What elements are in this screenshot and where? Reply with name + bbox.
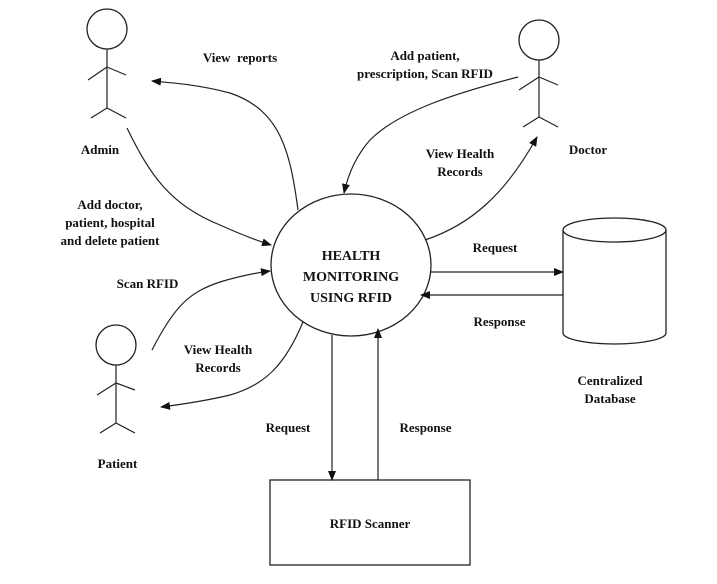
flow-label-doctor-view-line-2: Records — [437, 164, 483, 179]
flow-label-doctor-view: View Health Records — [410, 145, 510, 181]
central-process-line-3: USING RFID — [309, 291, 393, 306]
patient-label: Patient — [97, 456, 138, 471]
database-label-line-1: Centralized — [577, 373, 643, 388]
flow-label-doctor-add: Add patient, prescription, Scan RFID — [340, 47, 510, 83]
admin-label: Admin — [80, 142, 120, 157]
flow-label-patient-view-line-2: Records — [195, 360, 241, 375]
flow-arrow-doctor-add — [342, 76, 519, 194]
doctor-actor-icon — [518, 19, 560, 128]
database-label: Centralized Database — [565, 372, 655, 408]
central-process-label: HEALTH MONITORING USING RFID — [281, 246, 421, 309]
flow-label-doctor-view-line-1: View Health — [425, 146, 495, 161]
patient-actor-icon — [95, 324, 137, 434]
flow-arrow-view-reports — [151, 77, 299, 211]
database-label-line-2: Database — [584, 391, 636, 406]
rfid-scanner-box — [269, 479, 471, 566]
flow-label-doctor-add-line-1: Add patient, — [390, 48, 460, 63]
admin-actor-icon — [86, 8, 128, 119]
database-cylinder-icon — [562, 217, 667, 345]
flow-label-admin-add: Add doctor, patient, hospital and delete… — [35, 196, 185, 250]
central-process-line-1: HEALTH — [321, 249, 381, 264]
flow-label-doctor-add-line-2: prescription, Scan RFID — [357, 66, 493, 81]
doctor-label: Doctor — [568, 142, 608, 157]
flow-arrow-patient-view — [160, 321, 304, 410]
flow-label-db-response: Response — [473, 314, 526, 329]
flow-label-admin-add-line-3: and delete patient — [60, 233, 160, 248]
flow-label-patient-view-line-1: View Health — [183, 342, 253, 357]
flow-arrow-doctor-view — [424, 136, 538, 241]
flow-label-db-request: Request — [472, 240, 518, 255]
flow-label-admin-add-line-1: Add doctor, — [77, 197, 143, 212]
flow-label-scanner-request: Request — [265, 420, 311, 435]
flow-arrow-patient-scan — [151, 268, 271, 351]
flow-label-patient-view: View Health Records — [168, 341, 268, 377]
central-process-line-2: MONITORING — [302, 270, 400, 285]
flow-arrow-admin-add — [126, 127, 272, 247]
flow-label-patient-scan: Scan RFID — [116, 276, 179, 291]
flow-label-view-reports: View reports — [202, 50, 278, 65]
flow-label-scanner-response: Response — [399, 420, 452, 435]
central-process-node — [270, 193, 432, 337]
flow-label-admin-add-line-2: patient, hospital — [65, 215, 155, 230]
rfid-scanner-label: RFID Scanner — [329, 516, 411, 531]
